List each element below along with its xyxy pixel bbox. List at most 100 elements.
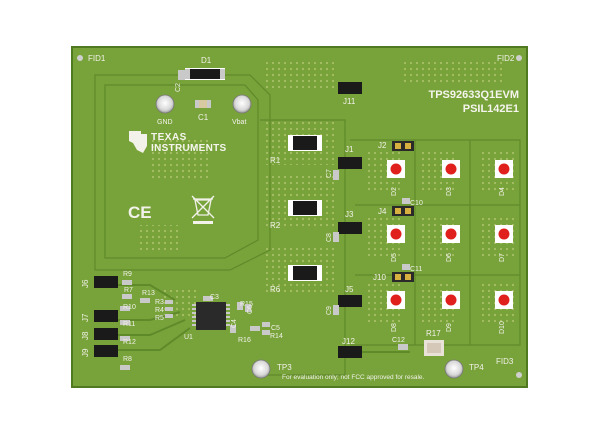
svg-text:J6: J6	[81, 279, 90, 288]
jumper-j12[interactable]: J12	[338, 337, 362, 358]
svg-text:D9: D9	[446, 323, 453, 332]
ti-state-icon	[129, 131, 147, 153]
svg-text:C8: C8	[326, 233, 333, 242]
jumper-j3[interactable]: J3	[338, 210, 362, 234]
svg-text:J5: J5	[345, 285, 354, 294]
header-j10[interactable]: J10	[373, 272, 414, 282]
svg-text:C12: C12	[392, 337, 405, 344]
test-point-gnd[interactable]: GND	[155, 94, 175, 126]
svg-text:D7: D7	[499, 253, 506, 262]
connector-j9[interactable]: J9	[81, 345, 118, 357]
ic-u1: U1	[184, 302, 230, 341]
fiducial-fid1: FID1	[77, 54, 106, 63]
svg-text:D3: D3	[446, 187, 453, 196]
header-j2[interactable]: J2	[378, 141, 414, 151]
svg-text:D10: D10	[499, 321, 506, 334]
led-d10: D10	[495, 291, 513, 334]
svg-text:J12: J12	[342, 337, 355, 346]
led-grid: D2 D3 D4 D5 D6 D7 D8 D9 D10	[387, 160, 513, 334]
svg-text:C4: C4	[231, 319, 238, 328]
connector-j6[interactable]: J6	[81, 276, 118, 288]
jumper-j5[interactable]: J5	[338, 285, 362, 307]
svg-text:R13: R13	[142, 290, 155, 297]
connector-j7[interactable]: J7	[81, 310, 118, 322]
svg-text:C3: C3	[210, 294, 219, 301]
svg-text:J7: J7	[81, 313, 90, 322]
resistor-r6: R6	[270, 265, 322, 294]
svg-text:C6: C6	[247, 305, 254, 314]
svg-text:Vbat: Vbat	[232, 119, 246, 126]
small-passives: R9 R7 R13 R10 R11 R12 R8 R3 R4 R5 C3 C4 …	[120, 271, 283, 370]
svg-text:C2: C2	[175, 83, 182, 92]
svg-text:D1: D1	[201, 56, 212, 65]
ce-mark: CE	[128, 203, 152, 222]
header-j4[interactable]: J4	[378, 206, 414, 216]
svg-text:C7: C7	[326, 169, 333, 178]
svg-text:R11: R11	[123, 321, 135, 328]
board-title: TPS92633Q1EVM	[429, 89, 520, 101]
svg-text:R8: R8	[123, 356, 132, 363]
led-d5: D5	[387, 225, 405, 262]
svg-text:D4: D4	[499, 187, 506, 196]
fcc-disclaimer: For evaluation only; not FCC approved fo…	[282, 374, 425, 381]
resistor-r1: R1	[270, 135, 322, 165]
test-point-tp3[interactable]: TP3	[251, 359, 292, 379]
capacitor-c7: C7	[326, 169, 339, 180]
svg-text:D6: D6	[446, 253, 453, 262]
brand-line1: Texas	[151, 132, 187, 143]
svg-text:R9: R9	[123, 271, 132, 278]
fiducial-fid3: FID3	[496, 357, 522, 378]
resistor-r17: R17	[424, 329, 444, 356]
test-point-vbat[interactable]: Vbat	[232, 94, 252, 126]
svg-text:C5: C5	[271, 325, 280, 332]
capacitor-c8: C8	[326, 232, 339, 242]
svg-text:R7: R7	[124, 287, 133, 294]
brand-line2: Instruments	[151, 143, 227, 154]
capacitor-c10: C10	[402, 198, 423, 207]
svg-text:R4: R4	[155, 307, 164, 314]
capacitor-c9: C9	[326, 305, 339, 315]
resistor-r2: R2	[270, 200, 322, 230]
led-d2: D2	[387, 160, 405, 196]
led-d4: D4	[495, 160, 513, 196]
svg-text:R6: R6	[270, 285, 281, 294]
svg-text:R1: R1	[270, 156, 281, 165]
svg-text:R16: R16	[238, 337, 251, 344]
svg-text:J4: J4	[378, 207, 387, 216]
svg-text:D5: D5	[391, 253, 398, 262]
svg-text:J8: J8	[81, 331, 90, 340]
board-part-number: PSIL142E1	[463, 103, 519, 115]
capacitor-c2: C2	[175, 70, 185, 92]
svg-text:J1: J1	[345, 145, 354, 154]
svg-text:U1: U1	[184, 334, 193, 341]
led-d9: D9	[442, 291, 460, 332]
svg-text:R17: R17	[426, 329, 441, 338]
led-d6: D6	[442, 225, 460, 262]
svg-text:J3: J3	[345, 210, 354, 219]
svg-text:C9: C9	[326, 306, 333, 315]
svg-text:R10: R10	[123, 304, 136, 311]
svg-text:J9: J9	[81, 348, 90, 357]
svg-text:FID2: FID2	[497, 54, 515, 63]
svg-text:J2: J2	[378, 141, 387, 150]
svg-text:R2: R2	[270, 221, 281, 230]
capacitor-c12: C12	[392, 337, 408, 350]
svg-text:R5: R5	[155, 315, 164, 322]
svg-text:R14: R14	[270, 333, 283, 340]
led-d3: D3	[442, 160, 460, 196]
jumper-j11[interactable]: J11	[338, 82, 362, 106]
fiducial-fid2: FID2	[497, 54, 522, 63]
svg-text:C10: C10	[410, 200, 423, 207]
svg-text:C1: C1	[198, 113, 209, 122]
svg-text:TP4: TP4	[469, 363, 484, 372]
capacitor-c11: C11	[402, 264, 422, 273]
svg-text:FID3: FID3	[496, 357, 514, 366]
jumper-j1[interactable]: J1	[338, 145, 362, 169]
diode-d1: D1	[185, 56, 225, 80]
svg-text:J11: J11	[343, 97, 356, 106]
test-point-tp4[interactable]: TP4	[444, 359, 484, 379]
connector-j8[interactable]: J8	[81, 328, 118, 340]
svg-text:C11: C11	[410, 266, 422, 273]
svg-text:R12: R12	[123, 339, 136, 346]
svg-text:D2: D2	[391, 187, 398, 196]
